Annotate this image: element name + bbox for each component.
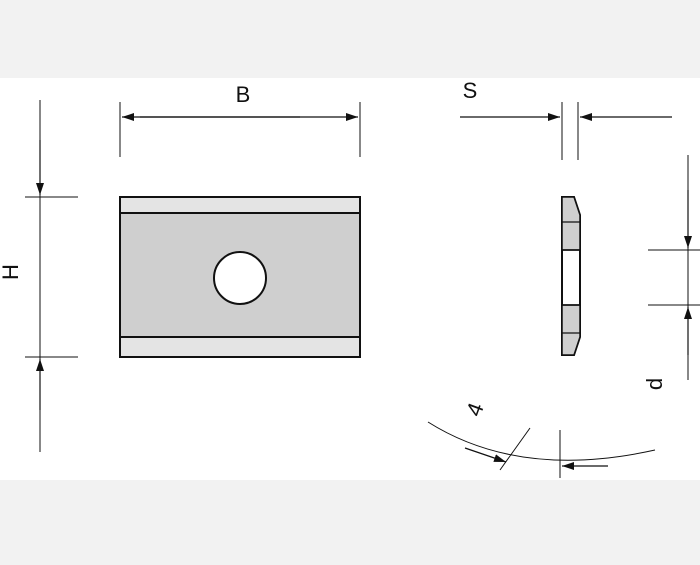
dimension-s: S: [460, 78, 672, 160]
dimension-b: B: [119, 82, 361, 157]
insert-side-view: [561, 196, 581, 356]
dimension-d: d: [642, 155, 700, 390]
insert-front-view: [119, 196, 361, 358]
dimension-h-label: H: [0, 264, 23, 280]
dimension-s-label: S: [463, 78, 478, 103]
dimension-b-label: B: [236, 82, 251, 107]
bottom-band: [0, 480, 700, 560]
top-band: [0, 0, 700, 78]
dimension-d-label: d: [642, 378, 667, 390]
mounting-hole: [213, 251, 267, 305]
dimension-h: H: [0, 100, 78, 452]
